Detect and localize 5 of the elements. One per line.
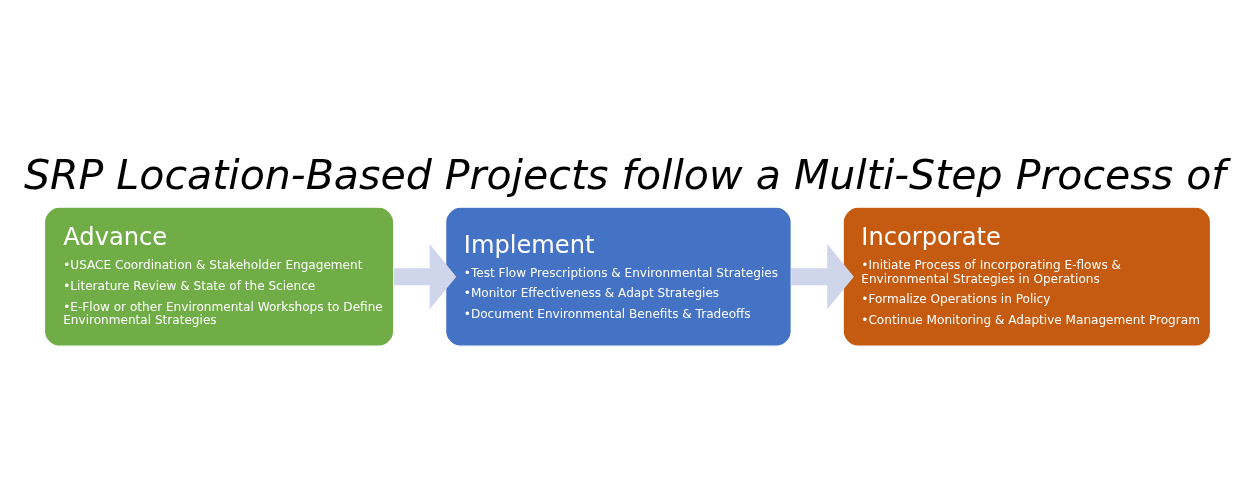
- node-box: Advance •USACE Coordination & Stakeholder Engagement •Literature Review & State of the Science •E-Flow or other Environmental Workshops to Define Environmental Strategies: [43, 206, 395, 347]
- arrow: [791, 244, 854, 310]
- arrow: [393, 244, 457, 310]
- node-box: Incorporate •Initiate Process of Incorporating E-flows & Environmental Strategies in Operations •Formalize Operations in Policy •Continue Monitoring & Adaptive Management Program: [842, 206, 1212, 347]
- node-box: Implement •Test Flow Prescriptions & Environmental Strategies •Monitor Effectiveness & Adapt Strategies •Document Environmental Benefits & Tradeoffs: [445, 206, 792, 347]
